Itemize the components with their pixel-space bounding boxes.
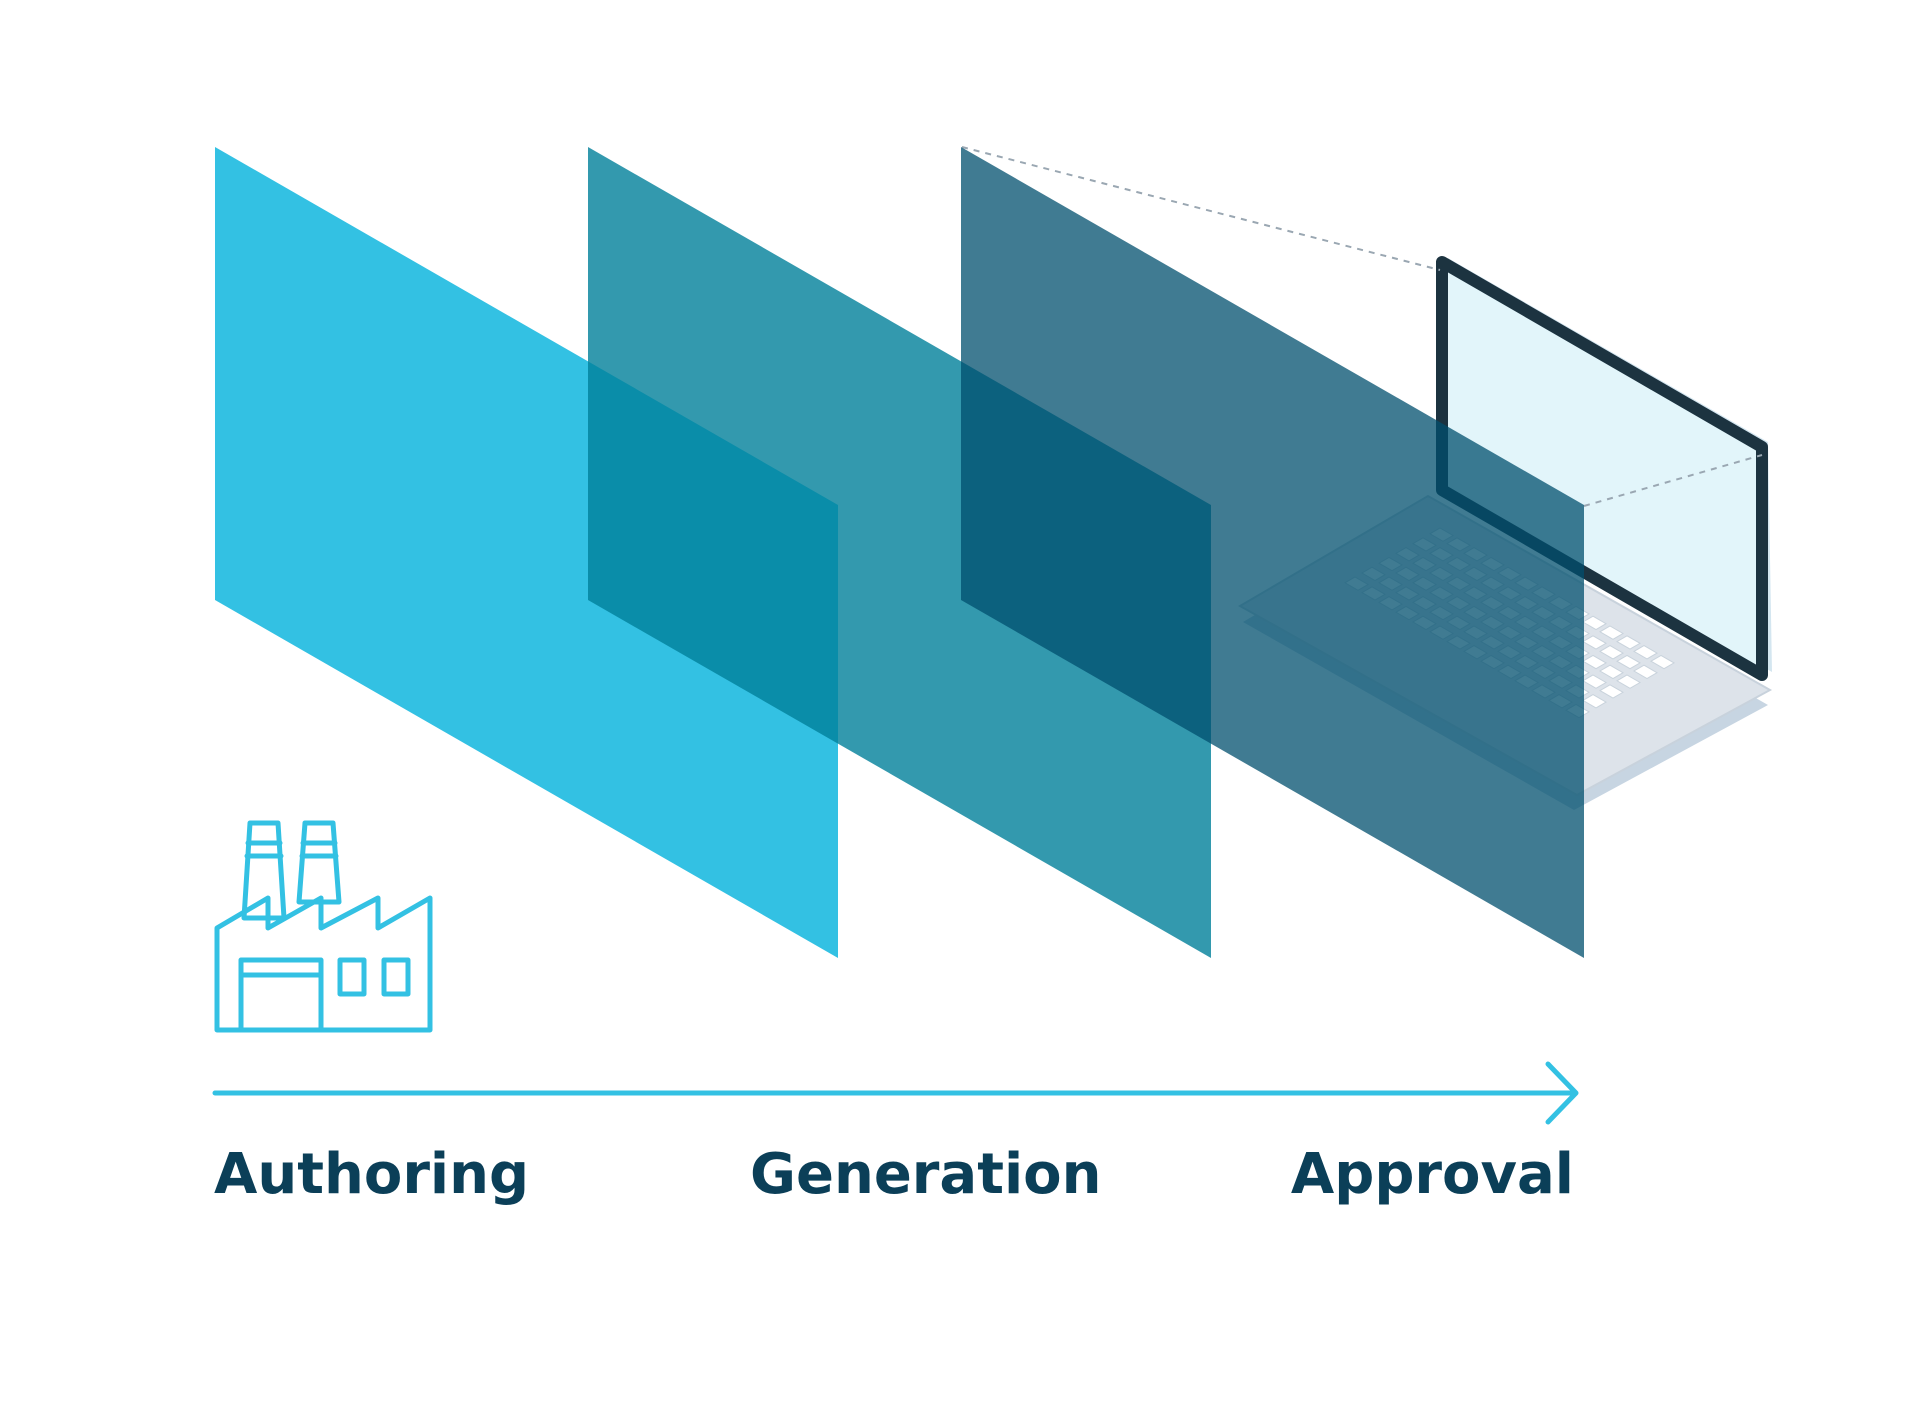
panel-generation xyxy=(588,147,1211,958)
projection-line-top xyxy=(961,146,1441,271)
laptop-key xyxy=(1582,615,1607,631)
laptop-key xyxy=(1582,654,1607,670)
laptop-key xyxy=(1616,674,1641,689)
stage-label-authoring: Authoring xyxy=(214,1142,530,1207)
stage-panels xyxy=(215,147,1584,958)
laptop-key xyxy=(1599,684,1624,699)
laptop-key xyxy=(1650,654,1675,670)
laptop-key xyxy=(1582,694,1607,709)
laptop-key xyxy=(1616,635,1641,650)
laptop-camera xyxy=(1602,354,1610,362)
laptop-key xyxy=(1599,645,1624,660)
laptop-key xyxy=(1582,635,1607,650)
laptop-key xyxy=(1599,664,1624,680)
panel-approval xyxy=(961,147,1584,958)
laptop-screen xyxy=(1436,256,1768,681)
stage-label-approval: Approval xyxy=(1290,1142,1574,1207)
panel-authoring xyxy=(215,147,838,958)
laptop-key xyxy=(1633,645,1658,660)
stage-label-generation: Generation xyxy=(750,1142,1102,1207)
factory-icon xyxy=(214,820,433,1033)
laptop-key xyxy=(1582,674,1607,689)
laptop-key xyxy=(1633,664,1658,680)
arrow-right-icon xyxy=(212,1061,1579,1125)
laptop-key xyxy=(1599,625,1624,640)
laptop-key xyxy=(1616,654,1641,670)
